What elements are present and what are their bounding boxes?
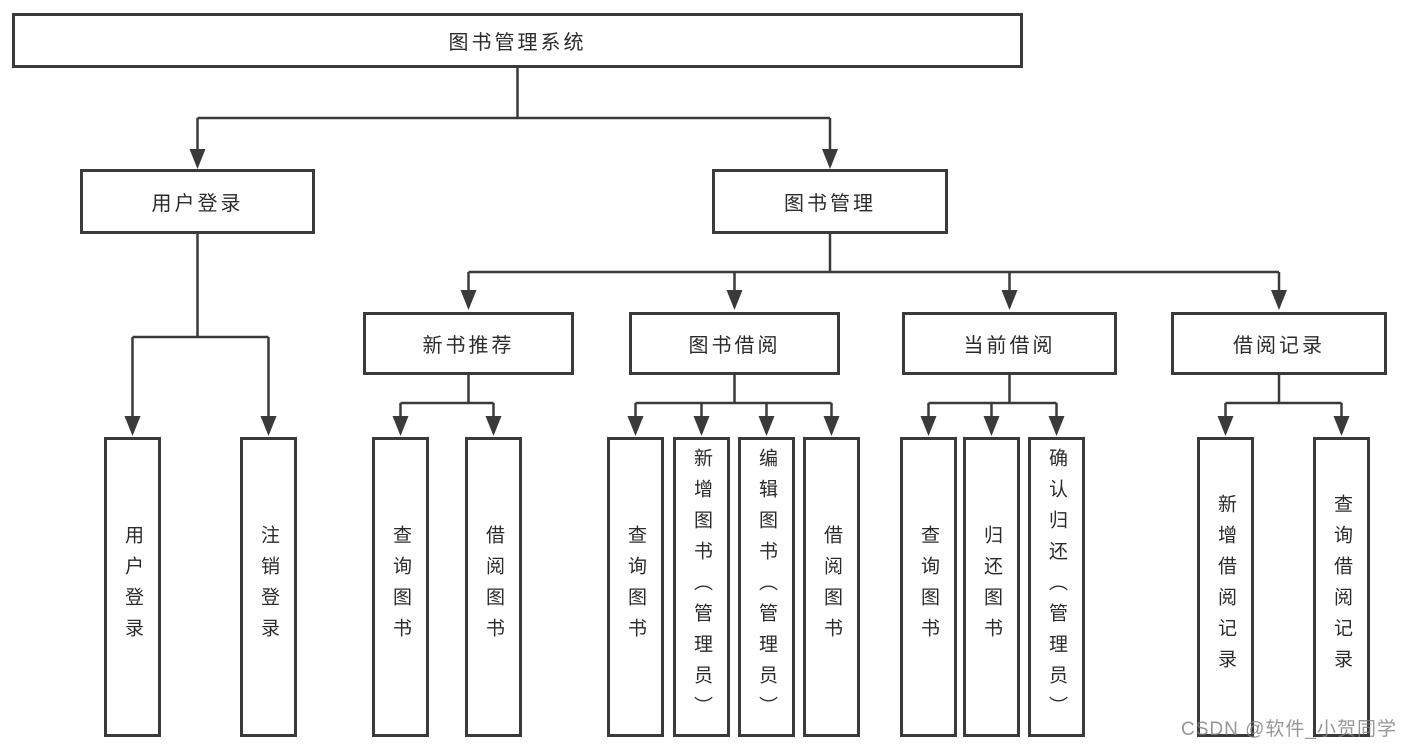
- leaf-logout: 注销登录: [240, 437, 297, 737]
- node-book-management: 图书管理: [712, 169, 948, 234]
- leaf-borrowing-edit-books-admin: 编辑图书（管理员）: [738, 437, 795, 737]
- leaf-records-add-record: 新增借阅记录: [1197, 437, 1254, 737]
- node-book-borrowing: 图书借阅: [629, 312, 840, 375]
- leaf-user-login: 用户登录: [104, 437, 161, 737]
- connector-user-login-to-leaves: [124, 234, 277, 436]
- node-current-borrowing: 当前借阅: [902, 312, 1117, 375]
- node-new-book-recommendation: 新书推荐: [363, 312, 574, 375]
- leaf-current-query-books: 查询图书: [900, 437, 957, 737]
- leaf-current-return-books: 归还图书: [963, 437, 1020, 737]
- leaf-borrowing-borrow-books: 借阅图书: [803, 437, 860, 737]
- connector-root-to-modules: [189, 68, 838, 169]
- connector-new-book-to-leaves: [392, 375, 502, 436]
- leaf-borrowing-query-books: 查询图书: [607, 437, 664, 737]
- leaf-current-confirm-return-admin: 确认归还（管理员）: [1028, 437, 1085, 737]
- connector-book-borrowing-to-leaves: [627, 375, 840, 436]
- connector-borrow-records-to-leaves: [1217, 375, 1350, 436]
- connector-book-management-to-submodules: [460, 234, 1287, 310]
- node-library-management-system: 图书管理系统: [12, 13, 1023, 68]
- leaf-records-query-record: 查询借阅记录: [1313, 437, 1370, 737]
- node-borrowing-records: 借阅记录: [1171, 312, 1387, 375]
- watermark: CSDN @软件_小贺同学: [1181, 719, 1397, 740]
- leaf-borrowing-add-books-admin: 新增图书（管理员）: [673, 437, 730, 737]
- node-user-login: 用户登录: [80, 169, 315, 234]
- leaf-newbook-query-books: 查询图书: [372, 437, 429, 737]
- connector-current-borrowing-to-leaves: [920, 375, 1065, 436]
- leaf-newbook-borrow-books: 借阅图书: [465, 437, 522, 737]
